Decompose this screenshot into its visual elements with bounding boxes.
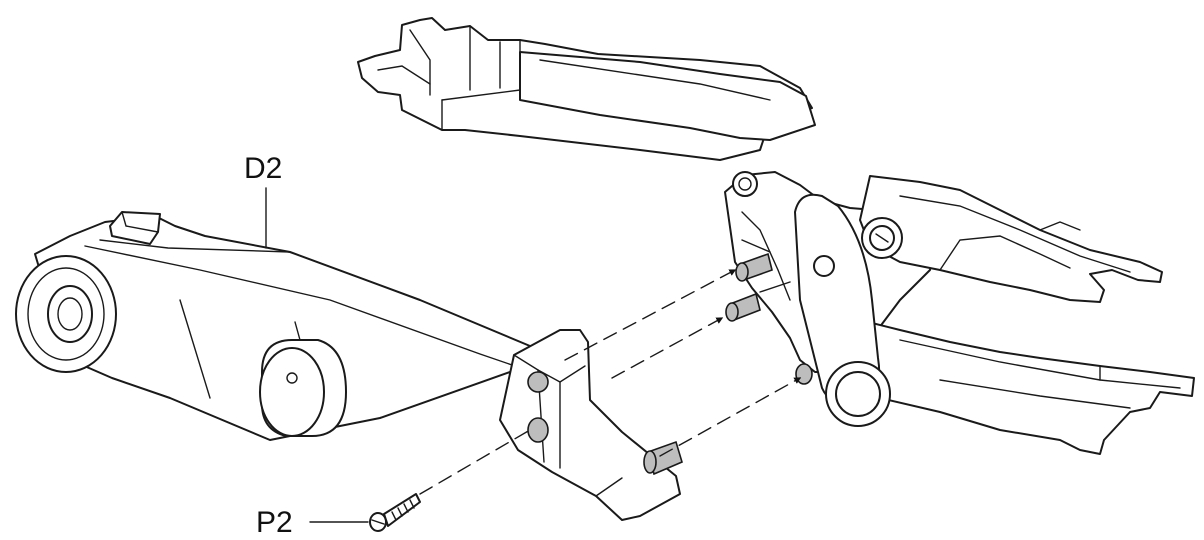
p2-label: P2 (256, 506, 293, 539)
linkage-assembly (357, 17, 1195, 455)
d2-label: D2 (244, 152, 282, 185)
arm-part-d2 (15, 211, 683, 521)
arrow-head-icon (659, 377, 802, 457)
arrow-head-icon (564, 269, 737, 361)
callouts: D2 P2 (244, 152, 369, 539)
screw-icon (369, 493, 421, 532)
assembly-arrows (419, 269, 802, 495)
